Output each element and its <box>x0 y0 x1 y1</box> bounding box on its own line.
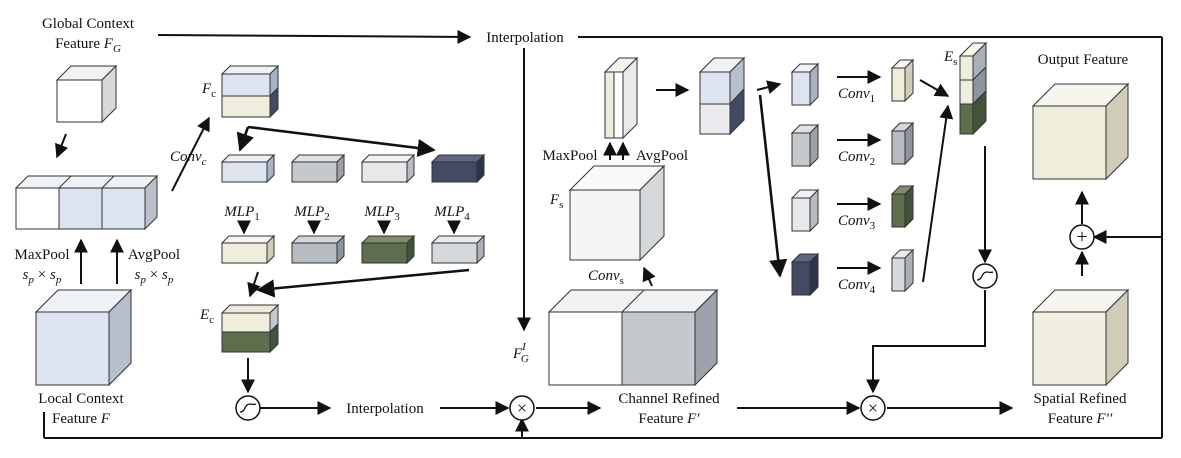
conv-output-slab-1 <box>890 58 915 103</box>
output-feature-cube <box>1031 82 1130 181</box>
mlp3-label: MLP3 <box>363 204 400 223</box>
fs-label: Fs <box>549 192 563 211</box>
mlp2-label: MLP2 <box>293 204 330 223</box>
multiply-node-left: × <box>509 395 535 421</box>
spatial-refined-label-2: Feature F′′ <box>1048 411 1113 427</box>
channel-refined-cube <box>547 288 719 387</box>
conv-cube-4 <box>790 252 820 297</box>
svg-text:+: + <box>1076 226 1087 248</box>
spatial-refined-cube <box>1031 288 1130 387</box>
pooled-maps <box>603 56 639 140</box>
sigmoid-node-right <box>972 263 998 289</box>
mlp-output-cube-2 <box>290 234 346 265</box>
channel-refined-label-2: Feature F′ <box>638 411 700 427</box>
mlp-output-cube-1 <box>220 234 276 265</box>
conv-cube-3 <box>790 188 820 233</box>
conv-cube-1 <box>790 62 820 107</box>
svg-text:×: × <box>517 398 527 418</box>
interpolation-bottom-label: Interpolation <box>346 401 424 417</box>
es-label: Es <box>943 49 957 68</box>
conv-s-label: Convs <box>588 268 624 287</box>
mlp-output-cube-4 <box>430 234 486 265</box>
pool-size-left-1: sp × sp <box>23 267 62 286</box>
output-feature-label: Output Feature <box>1038 52 1129 68</box>
maxpool-right-label: MaxPool <box>542 148 597 164</box>
sigmoid-node-left <box>235 395 261 421</box>
mlp-output-cube-3 <box>360 234 416 265</box>
mlp-input-cube-1 <box>220 153 276 184</box>
global-context-cube <box>55 64 118 124</box>
mlp-input-cube-2 <box>290 153 346 184</box>
es-cube <box>958 41 988 136</box>
multiply-node-right: × <box>860 395 886 421</box>
conv4-label: Conv4 <box>838 277 876 296</box>
spatial-intermediate-cube <box>698 56 746 136</box>
channel-refined-label-1: Channel Refined <box>618 391 720 407</box>
global-context-label-1: Global Context <box>42 16 135 32</box>
pool-size-left-2: sp × sp <box>135 267 174 286</box>
ec-label: Ec <box>199 307 214 326</box>
fc-cube <box>220 64 280 119</box>
conv-cube-2 <box>790 123 820 168</box>
conv2-label: Conv2 <box>838 149 875 168</box>
ec-cube <box>220 303 280 354</box>
mlp-input-cube-3 <box>360 153 416 184</box>
conv-output-slab-2 <box>890 121 915 166</box>
local-context-label-1: Local Context <box>38 391 124 407</box>
spatial-refined-label-1: Spatial Refined <box>1034 391 1127 407</box>
avgpool-left-label: AvgPool <box>128 247 180 263</box>
fs-cube <box>568 164 666 262</box>
local-context-label-2: Feature F <box>52 411 111 427</box>
pooled-feature-stack <box>14 174 159 231</box>
conv3-label: Conv3 <box>838 213 876 232</box>
conv-output-slab-3 <box>890 184 915 229</box>
avgpool-right-label: AvgPool <box>636 148 688 164</box>
connector-lines <box>43 29 1163 439</box>
fc-label: Fc <box>201 81 216 100</box>
mlp1-label: MLP1 <box>223 204 260 223</box>
mlp-input-cube-4 <box>430 153 486 184</box>
mlp4-label: MLP4 <box>433 204 470 223</box>
global-context-label-2: Feature FG <box>55 36 121 55</box>
interpolation-top-label: Interpolation <box>486 30 564 46</box>
conv-c-label: Convc <box>170 149 207 168</box>
svg-text:×: × <box>868 398 878 418</box>
conv1-label: Conv1 <box>838 86 875 105</box>
local-context-cube <box>34 288 133 387</box>
maxpool-left-label: MaxPool <box>14 247 69 263</box>
conv-output-slab-4 <box>890 248 915 293</box>
add-node: + <box>1069 224 1095 250</box>
